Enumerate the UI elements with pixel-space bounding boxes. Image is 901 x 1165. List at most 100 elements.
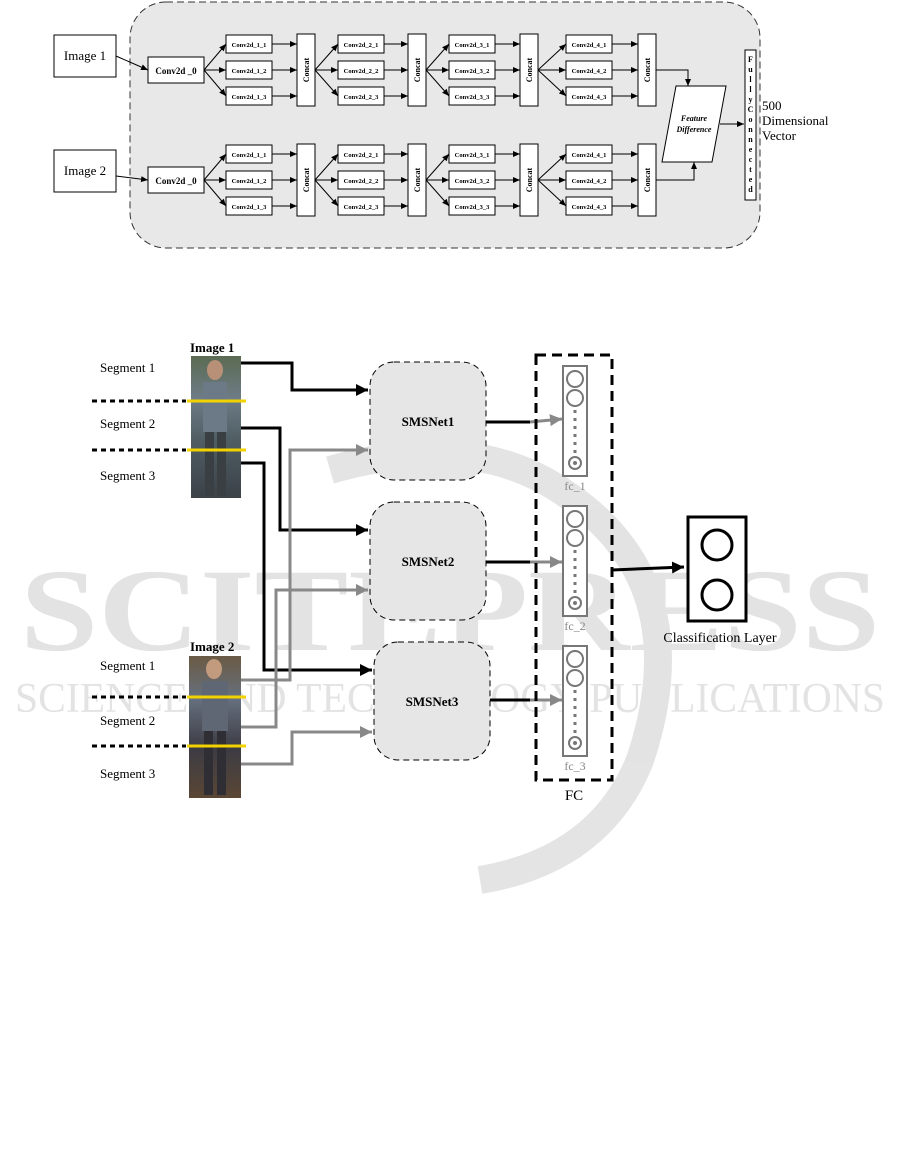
fc-label-1: fc_1: [564, 479, 585, 493]
conv-label-stage3-1: Conv2d_3_1: [455, 152, 490, 159]
input-arrow-2: [115, 175, 149, 183]
arrow-to-stage4-2: [537, 179, 567, 207]
segment-dividers: [92, 399, 246, 748]
arrow-to-stage3-2: [425, 69, 450, 97]
fc-letter: l: [749, 75, 752, 84]
arrow-to-stage1-2: [203, 69, 227, 97]
fc-letter: d: [748, 185, 753, 194]
conv-label-stage2-2: Conv2d_2_2: [344, 68, 379, 75]
fc-to-classification-arrow: [611, 561, 685, 574]
arrow-to-stage3-2: [425, 179, 450, 207]
fc-letter: t: [749, 165, 752, 174]
fc-letter: n: [748, 125, 753, 134]
arrow-to-stage3-0: [425, 153, 450, 181]
conv-label-stage4-2: Conv2d_4_2: [572, 178, 607, 185]
smsnet1-label: SMSNet1: [402, 414, 455, 429]
conv-label-stage2-3: Conv2d_2_3: [344, 204, 379, 211]
fc-letter: e: [749, 145, 753, 154]
fig2-image1-label: Image 1: [190, 340, 234, 355]
arrow-to-stage2-0: [314, 153, 339, 181]
conv-label-stage4-2: Conv2d_4_2: [572, 68, 607, 75]
img1-segment-1-label: Segment 1: [100, 360, 155, 375]
conv-label-stage1-3: Conv2d_1_3: [232, 94, 267, 101]
classification-node-1: [700, 528, 734, 562]
image2-input-label: Image 2: [64, 163, 106, 178]
fc-letter: n: [748, 135, 753, 144]
img2-segment-1-label: Segment 1: [100, 658, 155, 673]
fc-letter: l: [749, 85, 752, 94]
fc-label-3: fc_3: [564, 759, 585, 773]
conv-label-stage2-1: Conv2d_2_1: [344, 42, 379, 49]
concat-label-1: Concat: [302, 167, 311, 192]
img2-seg1-arrow: [241, 444, 368, 682]
fc-letter: C: [748, 105, 754, 114]
conv-label-stage3-2: Conv2d_3_2: [455, 68, 490, 75]
arrow-to-stage1-2: [203, 179, 227, 207]
fc-column-2: fc_2: [562, 505, 588, 633]
img2-segment-3-label: Segment 3: [100, 766, 155, 781]
img2-segment-2-label: Segment 2: [100, 713, 155, 728]
input-arrow-1: [115, 55, 149, 71]
feature-difference-box: [661, 85, 727, 163]
image1-input-label: Image 1: [64, 48, 106, 63]
img1-segment-2-label: Segment 2: [100, 416, 155, 431]
fc-label-2: fc_2: [564, 619, 585, 633]
conv-label-stage2-2: Conv2d_2_2: [344, 178, 379, 185]
concat-label-4: Concat: [643, 167, 652, 192]
fc-column-3: fc_3: [562, 645, 588, 773]
arrow-to-stage1-0: [203, 153, 227, 181]
conv-label-stage4-3: Conv2d_4_3: [572, 204, 607, 211]
conv0-box-1: [147, 56, 205, 84]
conv-label-stage3-3: Conv2d_3_3: [455, 94, 490, 101]
conv-label-stage4-1: Conv2d_4_1: [572, 42, 607, 49]
classification-box: [686, 515, 748, 623]
person-image-1: [191, 356, 241, 498]
branches: Conv2d _0Conv2d_1_1Conv2d_1_2Conv2d_1_3C…: [115, 33, 697, 217]
output-label-3: Vector: [762, 128, 797, 143]
fc-group-label: FC: [565, 788, 583, 804]
output-label-1: 500: [762, 98, 782, 113]
concat-label-2: Concat: [413, 167, 422, 192]
arrow-to-stage3-0: [425, 43, 450, 71]
conv0-box-2: [147, 166, 205, 194]
feature-difference-label-1: Feature: [680, 114, 708, 123]
conv-label-stage1-2: Conv2d_1_2: [232, 178, 267, 185]
arrow-to-stage4-0: [537, 153, 567, 181]
conv-label-stage2-1: Conv2d_2_1: [344, 152, 379, 159]
arrow-to-stage2-2: [314, 179, 339, 207]
concat-label-3: Concat: [525, 167, 534, 192]
arrow-to-stage2-0: [314, 43, 339, 71]
fc-letter: o: [749, 115, 753, 124]
concat-label-3: Concat: [525, 57, 534, 82]
conv-label-stage3-1: Conv2d_3_1: [455, 42, 490, 49]
conv-label-stage1-2: Conv2d_1_2: [232, 68, 267, 75]
conv-label-stage3-3: Conv2d_3_3: [455, 204, 490, 211]
fig2-image2-label: Image 2: [190, 639, 234, 654]
img1-seg3-arrow: [241, 461, 372, 676]
conv-label-stage4-3: Conv2d_4_3: [572, 94, 607, 101]
image2-arrows: [241, 444, 372, 766]
classification-node-2: [700, 578, 734, 612]
fc-letter: u: [748, 65, 753, 74]
concat-label-4: Concat: [643, 57, 652, 82]
fc-letter: c: [749, 155, 753, 164]
fc-column-1: fc_1: [562, 365, 588, 493]
arrow-to-stage2-2: [314, 69, 339, 97]
network-container: [129, 1, 761, 249]
fc-letter: e: [749, 175, 753, 184]
conv0-label-1: Conv2d _0: [155, 66, 197, 76]
classification-label: Classification Layer: [663, 631, 776, 646]
concat-label-1: Concat: [302, 57, 311, 82]
image2-input-box: [53, 149, 117, 193]
smsnet2-label: SMSNet2: [402, 554, 455, 569]
segment-network-diagram: SCITEPRESS SCIENCE AND TECHNOLOGY PUBLIC…: [15, 340, 885, 894]
img2-seg3-arrow: [241, 726, 372, 766]
conv0-label-2: Conv2d _0: [155, 176, 197, 186]
fully-connected-box: [744, 49, 757, 201]
fc-group-box: [534, 353, 614, 782]
fc-letter: F: [748, 55, 753, 64]
concat-to-fd-arrow-2: [656, 162, 697, 181]
